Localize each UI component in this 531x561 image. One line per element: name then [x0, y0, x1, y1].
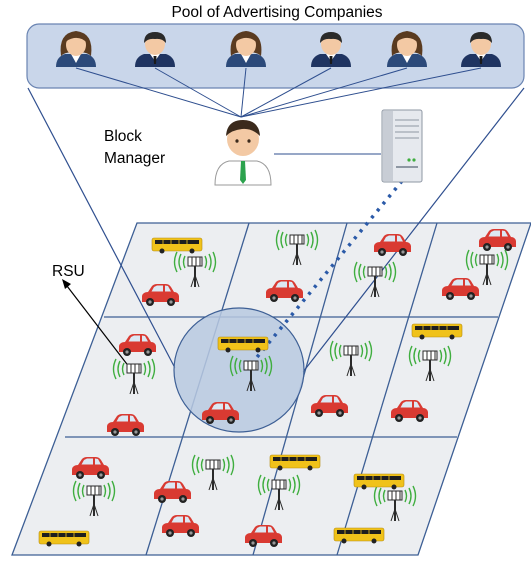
server-rsu-link	[251, 179, 404, 364]
pool-title: Pool of Advertising Companies	[171, 4, 382, 21]
advertiser-links	[75, 67, 482, 118]
zoom-line-right	[302, 87, 525, 373]
bus-icon	[269, 454, 321, 471]
bus-icon	[353, 473, 405, 490]
server-icon	[381, 109, 423, 183]
bus-icon	[411, 323, 463, 340]
bus-icon	[217, 336, 269, 353]
advertiser-pool-box	[26, 23, 525, 89]
block-manager-label-line2: Manager	[104, 150, 165, 167]
bus-icon	[151, 237, 203, 254]
bus-icon	[333, 527, 385, 544]
block-manager-label-line1: Block	[104, 128, 142, 145]
zoom-line-left	[27, 87, 176, 369]
rsu-label: RSU	[52, 263, 85, 280]
rsu-arrow-head	[62, 279, 71, 289]
block-manager-avatar-icon	[214, 120, 272, 186]
rsu-coverage-circle	[173, 307, 305, 433]
rsu-arrow-line	[66, 285, 134, 373]
bus-icon	[38, 530, 90, 547]
